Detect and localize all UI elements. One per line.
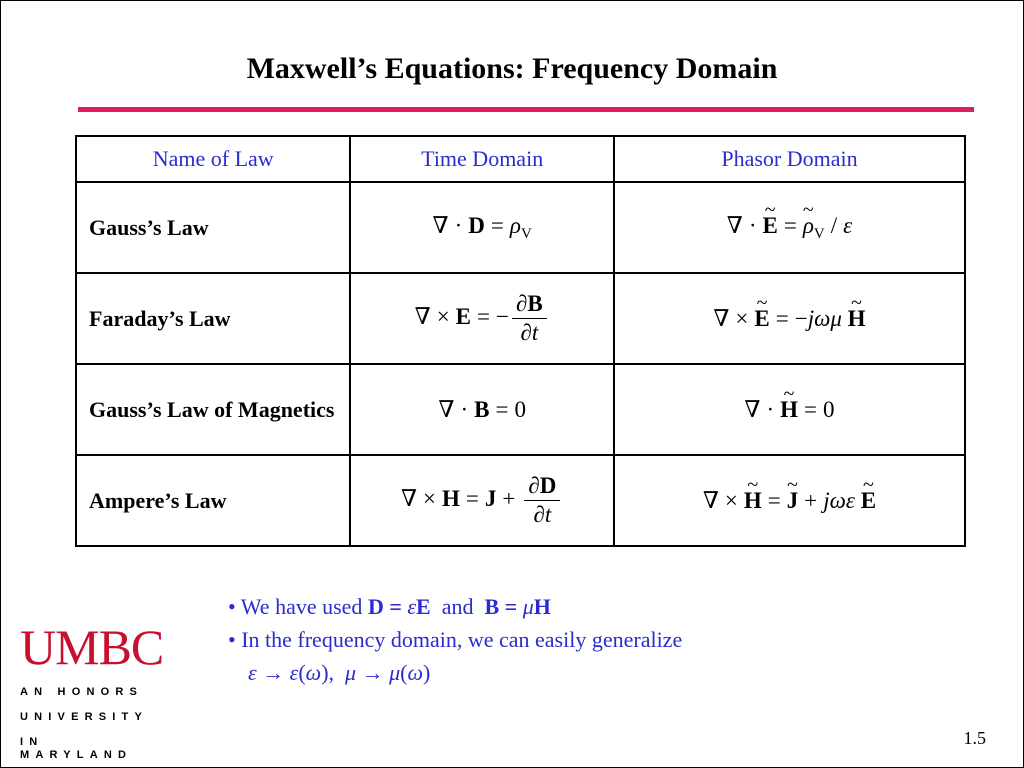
header-phasor-domain: Phasor Domain xyxy=(612,135,967,183)
note-constitutive-relations: • We have used D = εE and B = μH xyxy=(228,594,551,619)
note-generalize: • In the frequency domain, we can easily… xyxy=(228,627,683,652)
table-row: Gauss’s Law of Magnetics ∇·B=0 ∇·H=0 xyxy=(74,363,967,456)
phasor-domain-equation: ∇·E=ρV/ε xyxy=(612,181,967,274)
law-name: Gauss’s Law of Magnetics xyxy=(74,363,352,456)
page-number: 1.5 xyxy=(963,728,987,748)
table-row: Faraday’s Law ∇×E=−∂B∂t ∇×E=−jωμ H xyxy=(74,272,967,365)
phasor-domain-equation: ∇·H=0 xyxy=(612,363,967,456)
law-name: Ampere’s Law xyxy=(74,454,352,547)
time-domain-equation: ∇·B=0 xyxy=(349,363,615,456)
time-domain-equation: ∇·D=ρV xyxy=(349,181,615,274)
phasor-domain-equation: ∇×E=−jωμ H xyxy=(612,272,967,365)
table-header-row: Name of Law Time Domain Phasor Domain xyxy=(74,135,967,183)
logo-wordmark: UMBC xyxy=(20,619,164,675)
time-domain-equation: ∇×E=−∂B∂t xyxy=(349,272,615,365)
table-row: Ampere’s Law ∇×H=J+∂D∂t ∇×H=J+jωε E xyxy=(74,454,967,547)
law-name: Faraday’s Law xyxy=(74,272,352,365)
logo-tagline-1: AN HONORS xyxy=(20,686,144,698)
umbc-logo: UMBC AN HONORS UNIVERSITY IN MARYLAND xyxy=(20,619,164,762)
slide-title: Maxwell’s Equations: Frequency Domain xyxy=(246,52,778,85)
law-name: Gauss’s Law xyxy=(74,181,352,274)
header-name-of-law: Name of Law xyxy=(74,135,352,183)
maxwell-equations-table: Name of Law Time Domain Phasor Domain Ga… xyxy=(74,135,967,547)
logo-tagline-2: UNIVERSITY xyxy=(20,711,149,723)
logo-tagline-3: IN MARYLAND xyxy=(20,736,133,761)
phasor-domain-equation: ∇×H=J+jωε E xyxy=(612,454,967,547)
notes-block: • We have used D = εE and B = μH • In th… xyxy=(228,590,682,689)
title-underline xyxy=(78,107,974,112)
table-row: Gauss’s Law ∇·D=ρV ∇·E=ρV/ε xyxy=(74,181,967,274)
header-time-domain: Time Domain xyxy=(349,135,615,183)
time-domain-equation: ∇×H=J+∂D∂t xyxy=(349,454,615,547)
note-frequency-dependence: ε → ε(ω), μ → μ(ω) xyxy=(248,660,431,685)
